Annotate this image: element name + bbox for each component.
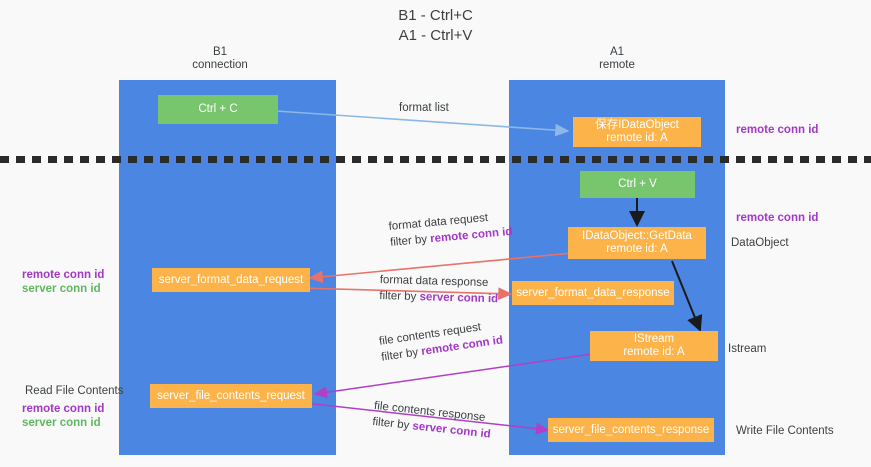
annotation-conn-ids-bottom: remote conn id server conn id (22, 402, 104, 430)
filter-prefix: filter by (371, 415, 414, 433)
edge-label-file-contents-request-group: file contents request filter by remote c… (378, 316, 504, 365)
edge-label-format-data-response-group: format data response filter by server co… (379, 272, 499, 307)
annotation-read-file-contents: Read File Contents (25, 385, 124, 397)
annotation-remote-conn-id-left-2: remote conn id (22, 403, 105, 415)
column-header-b1: B1 connection (192, 46, 248, 71)
node-ctrl-c[interactable]: Ctrl + C (158, 95, 278, 124)
edge-label-format-data-response-filter: filter by server conn id (379, 288, 498, 307)
phase-divider (0, 156, 871, 163)
column-header-a1: A1 remote (599, 46, 635, 71)
annotation-dataobject: DataObject (731, 237, 789, 249)
filter-prefix: filter by (380, 346, 423, 364)
annotation-server-conn-id-left: server conn id (22, 283, 101, 295)
edge-label-file-contents-response-group: file contents response filter by server … (372, 398, 494, 443)
annotation-server-conn-id-left-2: server conn id (22, 417, 101, 429)
edge-label-format-list: format list (399, 102, 449, 114)
node-istream[interactable]: IStream remote id: A (590, 331, 718, 361)
annotation-istream: Istream (728, 343, 767, 355)
node-server-file-contents-request[interactable]: server_file_contents_request (150, 384, 312, 408)
page-title: B1 - Ctrl+C A1 - Ctrl+V (398, 7, 473, 44)
annotation-remote-conn-id-mid: remote conn id (736, 212, 819, 224)
node-ctrl-v[interactable]: Ctrl + V (580, 171, 695, 198)
filter-prefix: filter by (389, 233, 431, 249)
annotation-remote-conn-id-left: remote conn id (22, 269, 105, 281)
node-save-idataobject[interactable]: 保存IDataObject remote id: A (573, 117, 701, 147)
node-server-file-contents-response[interactable]: server_file_contents_response (548, 418, 714, 442)
filter-prefix: filter by (379, 289, 420, 304)
annotation-write-file-contents: Write File Contents (736, 425, 834, 437)
annotation-remote-conn-id-top: remote conn id (736, 124, 819, 136)
node-idataobject-getdata[interactable]: IDataObject::GetData remote id: A (568, 227, 706, 259)
edge-label-format-data-request-group: format data request filter by remote con… (388, 208, 513, 251)
node-server-format-data-request[interactable]: server_format_data_request (152, 268, 310, 292)
filter-key-server-conn-id: server conn id (419, 291, 499, 306)
node-server-format-data-response[interactable]: server_format_data_response (512, 281, 674, 305)
annotation-conn-ids-top: remote conn id server conn id (22, 268, 104, 296)
